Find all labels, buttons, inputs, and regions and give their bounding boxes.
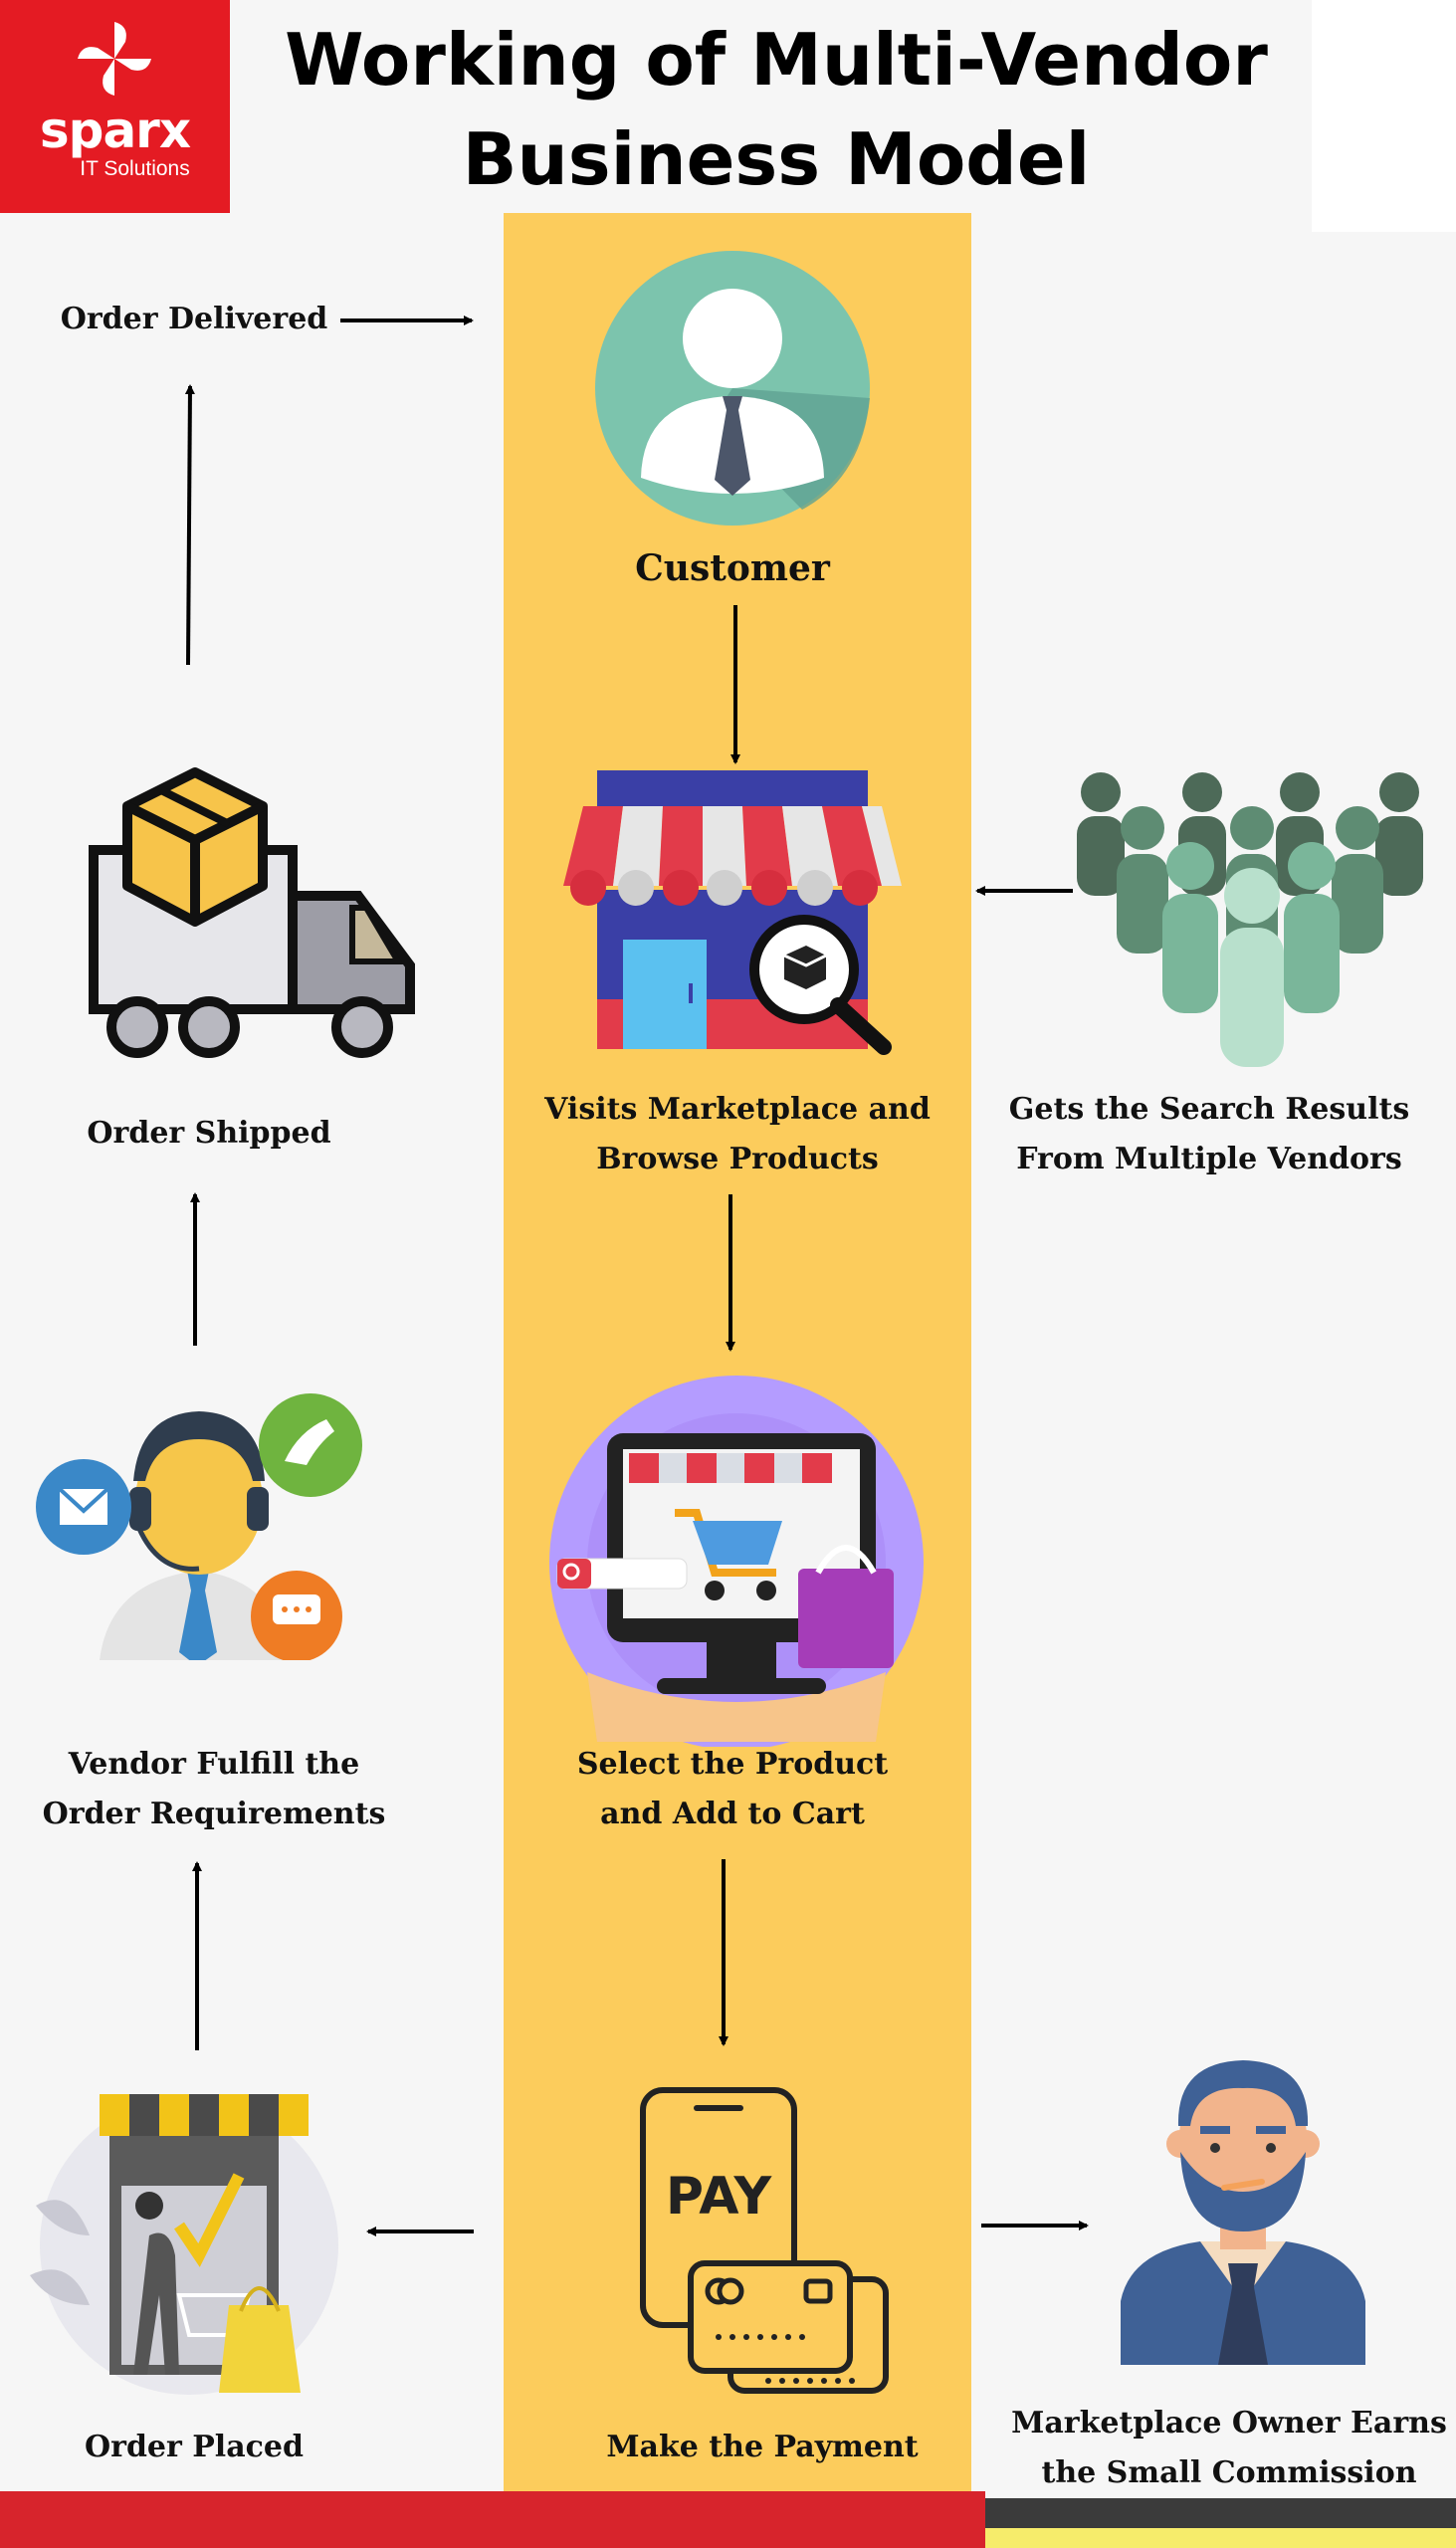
shop-order-icon	[30, 2094, 338, 2395]
owner-avatar-icon	[1121, 2060, 1365, 2365]
label-order-placed: Order Placed	[85, 2430, 304, 2464]
support-agent-icon	[36, 1393, 362, 1660]
crowd-icon	[1077, 772, 1423, 1067]
mobile-pay-icon: PAY	[640, 2087, 889, 2394]
title-line-2: Business Model	[462, 117, 1091, 201]
label-visits-line1: Visits Marketplace and	[544, 1092, 931, 1127]
label-owner-commission: Marketplace Owner Earns the Small Commis…	[1005, 2399, 1453, 2498]
delivery-truck-icon	[89, 767, 415, 1058]
page-title: Working of Multi-Vendor Business Model	[269, 10, 1284, 209]
customer-icon	[595, 251, 870, 526]
storefront-search-icon	[563, 770, 902, 1055]
label-vendor-line2: Order Requirements	[42, 1797, 386, 1831]
label-select-product: Select the Product and Add to Cart	[504, 1740, 961, 1839]
label-make-payment: Make the Payment	[606, 2430, 919, 2464]
label-order-shipped: Order Shipped	[87, 1116, 331, 1151]
label-vendor-line1: Vendor Fulfill the	[68, 1747, 360, 1782]
label-customer: Customer	[635, 547, 830, 589]
label-owner-line1: Marketplace Owner Earns	[1011, 2406, 1447, 2441]
pinwheel-logo-icon	[78, 22, 151, 96]
logo-subtitle: IT Solutions	[80, 157, 190, 180]
title-line-1: Working of Multi-Vendor	[285, 18, 1268, 102]
label-results-line2: From Multiple Vendors	[1016, 1142, 1402, 1176]
label-search-results: Gets the Search Results From Multiple Ve…	[1005, 1085, 1413, 1184]
label-order-delivered: Order Delivered	[60, 302, 328, 336]
footer-red-bar	[0, 2491, 985, 2548]
brand-logo[interactable]: sparx IT Solutions	[0, 0, 230, 213]
label-visits-marketplace: Visits Marketplace and Browse Products	[504, 1085, 971, 1184]
arrow-shipped-to-delivered	[184, 384, 195, 666]
label-select-line2: and Add to Cart	[600, 1797, 865, 1831]
top-right-panel	[1312, 0, 1456, 232]
label-owner-line2: the Small Commission	[1041, 2455, 1417, 2490]
footer-yellow-strip	[985, 2528, 1456, 2548]
label-results-line1: Gets the Search Results	[1008, 1092, 1410, 1127]
label-vendor-fulfill: Vendor Fulfill the Order Requirements	[20, 1740, 408, 1839]
computer-cart-icon	[549, 1376, 924, 1747]
label-visits-line2: Browse Products	[596, 1142, 879, 1176]
logo-brand-text: sparx	[39, 102, 191, 159]
label-select-line1: Select the Product	[576, 1747, 889, 1782]
pay-text: PAY	[666, 2167, 773, 2227]
customer-flow-column	[504, 213, 971, 2492]
